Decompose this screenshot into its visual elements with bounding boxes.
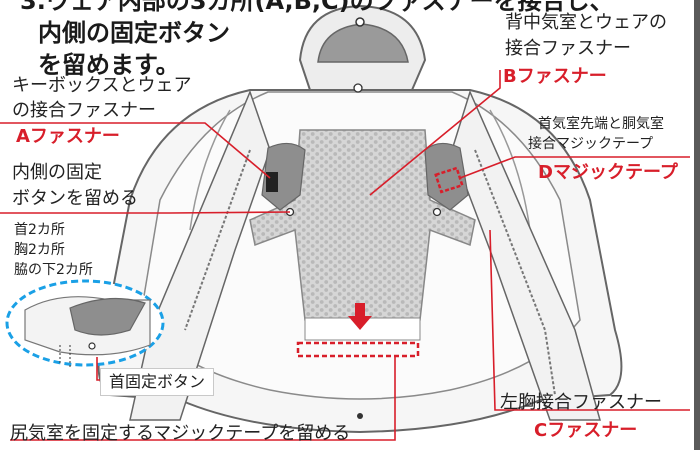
heading-line2: 内側の固定ボタン [38,19,230,47]
left-shoulder-chamber [261,142,306,211]
a-description-1: キーボックスとウェア [12,75,192,96]
count-chest: 胸2カ所 [14,242,65,258]
inner-button-text-1: 内側の固定 [12,162,102,183]
count-armpit: 脇の下2カ所 [14,262,93,278]
count-neck: 首2カ所 [14,222,65,238]
right-edge-bar [694,0,700,450]
heading-line1: 3.ウェア内部の3カ所(A,B,C)のファスナーを接合し、 [20,0,614,15]
d-velcro-marker [434,166,464,194]
c-fastener-label: Cファスナー [534,420,638,441]
d-description-1: 首気室先端と胴気室 [538,116,664,132]
neck-button-label: 首固定ボタン [100,368,215,396]
b-description-2: 接合ファスナー [505,38,631,59]
b-description-1: 背中気室とウェアの [505,12,667,33]
d-description-2: 接合マジックテープ [528,136,654,152]
inner-button-text-2: ボタンを留める [12,188,138,209]
bottom-instruction: 尻気室を固定するマジックテープを留める [10,423,351,444]
hood-button [355,17,365,27]
b-fastener-label: Bファスナー [503,66,607,87]
bottom-velcro-marker [296,341,420,358]
a-fastener-label: Aファスナー [16,126,120,147]
a-description-2: の接合ファスナー [12,100,156,121]
right-shoulder-chamber [424,142,469,211]
c-description: 左胸接合ファスナー [500,392,662,413]
d-velcro-label: Dマジックテープ [538,162,678,183]
heading-line3: を留めます。 [38,51,180,79]
